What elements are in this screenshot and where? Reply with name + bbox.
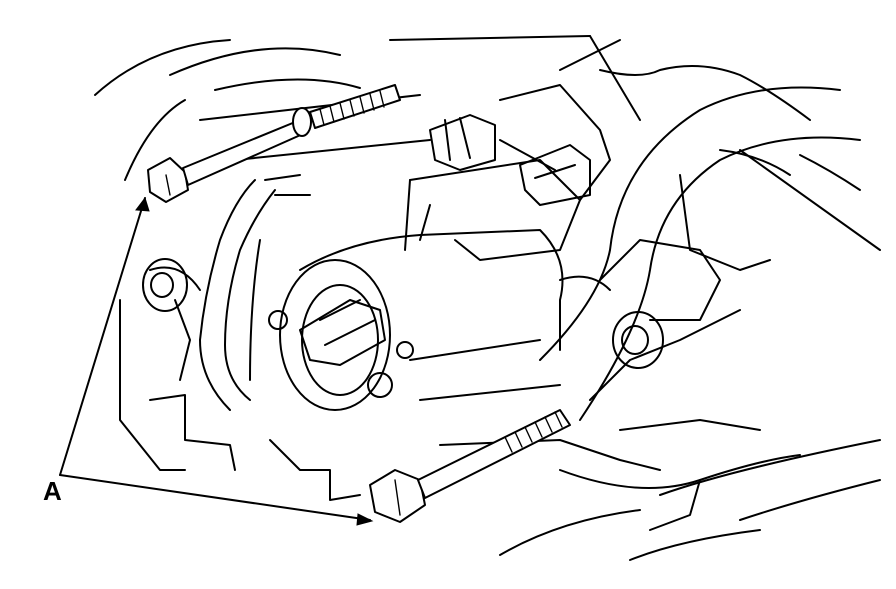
hose bbox=[539, 86, 861, 421]
callout-leader-lines bbox=[59, 196, 374, 526]
callout-label-a: A bbox=[43, 476, 62, 506]
starter-motor bbox=[268, 84, 611, 411]
solenoid-terminal bbox=[429, 114, 591, 206]
engine-block-outline bbox=[94, 35, 881, 561]
lower-mounting-bolt bbox=[369, 409, 571, 523]
mount-bushing bbox=[142, 258, 664, 369]
upper-mounting-bolt bbox=[147, 84, 401, 203]
wire-harness bbox=[149, 174, 311, 411]
